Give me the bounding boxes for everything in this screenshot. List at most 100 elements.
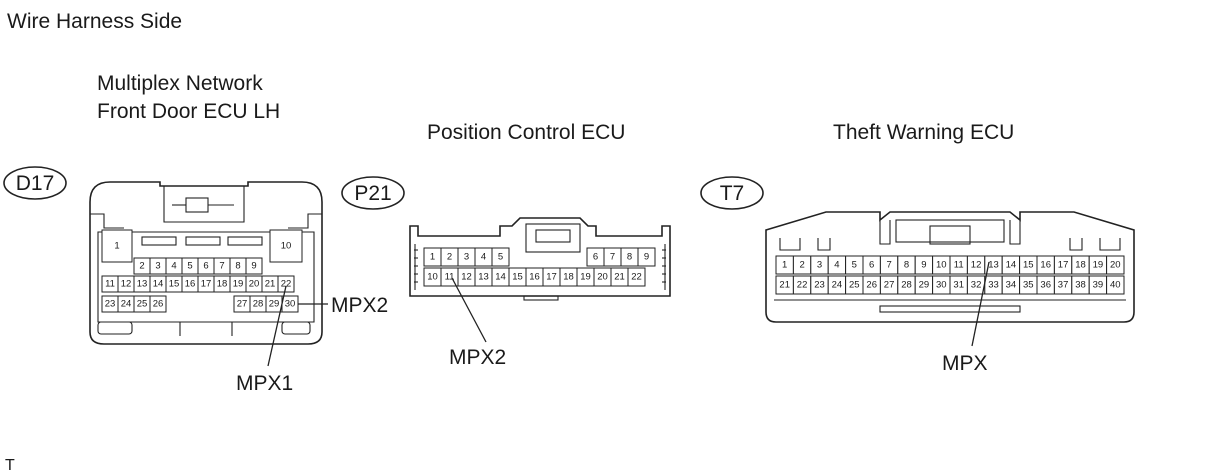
pin-label: 18 — [217, 279, 228, 290]
pin-cell: 5 — [491, 247, 510, 267]
footer-mark: T — [5, 457, 15, 474]
pin-cell: 30 — [281, 295, 299, 313]
pin-cell: 10 — [423, 267, 442, 287]
d17-code-badge: D17 — [3, 166, 67, 200]
pin-cell: 26 — [862, 275, 881, 295]
pin-cell: 28 — [249, 295, 267, 313]
pin-cell: 7 — [213, 257, 231, 275]
pin-label: 28 — [253, 299, 264, 310]
pin-label: 38 — [1075, 280, 1086, 291]
pin-label: 31 — [953, 280, 964, 291]
pin-label: 32 — [971, 280, 982, 291]
pin-cell: 14 — [149, 275, 167, 293]
pin-cell: 23 — [101, 295, 119, 313]
pin-label: 8 — [627, 252, 632, 263]
pin-label: 21 — [779, 280, 790, 291]
pin-label: 5 — [187, 261, 192, 272]
pin-cell: 9 — [914, 255, 934, 275]
pin-label: 20 — [597, 272, 608, 283]
pin-label: 26 — [153, 299, 164, 310]
t7-housing — [765, 211, 1135, 323]
pin-label: 16 — [1040, 260, 1051, 271]
pin-cell: 32 — [966, 275, 986, 295]
pin-cell: 2 — [133, 257, 151, 275]
pin-cell: 18 — [559, 267, 578, 287]
pin-cell: 37 — [1053, 275, 1073, 295]
pin-label: 15 — [512, 272, 523, 283]
pin-label: 14 — [1006, 260, 1017, 271]
pin-cell: 10 — [932, 255, 951, 275]
pin-cell: 25 — [133, 295, 151, 313]
pin-label: 5 — [498, 252, 503, 263]
pin-cell: 19 — [576, 267, 595, 287]
pin-cell: 27 — [233, 295, 251, 313]
d17-title-line-2: Front Door ECU LH — [97, 100, 280, 123]
pin-label: 22 — [631, 272, 642, 283]
pin-cell: 6 — [862, 255, 881, 275]
pin-cell: 29 — [265, 295, 283, 313]
p21-housing — [409, 217, 671, 301]
pin-cell: 2 — [440, 247, 459, 267]
pin-cell: 7 — [603, 247, 622, 267]
pin-label: 40 — [1110, 280, 1121, 291]
t7-code-badge: T7 — [700, 176, 764, 210]
pin-cell: 19 — [1088, 255, 1108, 275]
pin-cell: 16 — [1036, 255, 1055, 275]
callout-leader — [971, 261, 990, 347]
pin-cell: 6 — [586, 247, 605, 267]
pin-label: 21 — [614, 272, 625, 283]
pin-cell: 39 — [1088, 275, 1108, 295]
pin-label: 4 — [834, 260, 839, 271]
pin-label: 11 — [954, 260, 964, 271]
pin-label: 7 — [886, 260, 891, 271]
pin-cell: 12 — [966, 255, 986, 275]
pin-cell: 4 — [474, 247, 493, 267]
p21-callout-mpx2: MPX2 — [449, 346, 506, 369]
pin-cell: 13 — [474, 267, 493, 287]
pin-cell: 9 — [637, 247, 656, 267]
pin-label: 34 — [1006, 280, 1017, 291]
pin-label: 11 — [105, 279, 115, 290]
pin-cell: 8 — [897, 255, 916, 275]
pin-label: 17 — [546, 272, 557, 283]
pin-label: 33 — [988, 280, 999, 291]
pin-label: 9 — [644, 252, 649, 263]
pin-cell: 20 — [1106, 255, 1125, 275]
pin-cell: 11 — [101, 275, 119, 293]
pin-cell: 18 — [213, 275, 231, 293]
pin-label: 7 — [219, 261, 224, 272]
p21-code: P21 — [354, 182, 391, 205]
pin-cell: 27 — [879, 275, 899, 295]
pin-label: 13 — [137, 279, 148, 290]
pin-cell: 14 — [1001, 255, 1021, 275]
pin-cell: 15 — [508, 267, 527, 287]
pin-label: 3 — [155, 261, 160, 272]
pin-cell: 36 — [1036, 275, 1055, 295]
pin-cell: 17 — [542, 267, 561, 287]
pin-cell: 9 — [245, 257, 263, 275]
pin-cell: 24 — [117, 295, 135, 313]
pin-label: 15 — [169, 279, 180, 290]
pin-label: 13 — [988, 260, 999, 271]
pin-cell: 5 — [845, 255, 864, 275]
callout-leader — [267, 285, 287, 367]
pin-label: 1 — [114, 241, 119, 252]
pin-label: 9 — [921, 260, 926, 271]
pin-cell: 30 — [932, 275, 951, 295]
pin-label: 36 — [1040, 280, 1051, 291]
pin-label: 18 — [1075, 260, 1086, 271]
pin-cell: 1 — [775, 255, 794, 275]
pin-cell: 12 — [457, 267, 476, 287]
pin-label: 11 — [445, 272, 455, 283]
pin-cell: 5 — [181, 257, 199, 275]
p21-callouts: MPX2 — [449, 277, 506, 369]
pin-cell: 4 — [827, 255, 847, 275]
pin-label: 6 — [869, 260, 874, 271]
pin-cell: 1 — [101, 229, 133, 263]
pin-cell: 19 — [229, 275, 247, 293]
pin-cell: 22 — [792, 275, 812, 295]
pin-cell: 34 — [1001, 275, 1021, 295]
pin-cell: 13 — [133, 275, 151, 293]
pin-label: 35 — [1023, 280, 1034, 291]
pin-cell: 24 — [827, 275, 847, 295]
